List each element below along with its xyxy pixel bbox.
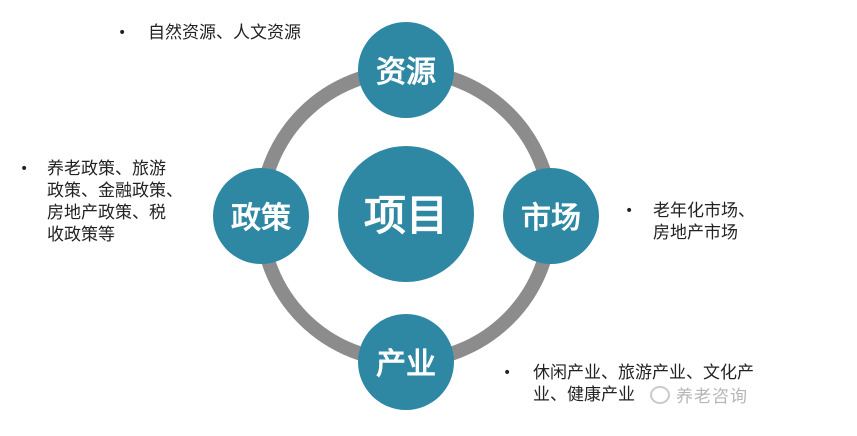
note-industry: • 休闲产业、旅游产业、文化产 业、健康产业 [503,362,754,406]
node-policy-label: 政策 [231,201,291,236]
note-resources: • 自然资源、人文资源 [118,22,301,44]
note-line: 业、健康产业 [533,385,635,405]
center-node [338,146,474,282]
note-line: 老年化市场、 [653,201,755,221]
note-line: 养老政策、旅游 [47,159,166,179]
note-market: • 老年化市场、 房地产市场 [625,200,755,244]
node-resources-label: 资源 [376,55,436,90]
wechat-icon [650,386,670,404]
note-line: 房地产政策、税 [47,203,166,223]
note-policy: • 养老政策、旅游 政策、金融政策、 房地产政策、税 收政策等 [20,158,183,246]
note-line: 休闲产业、旅游产业、文化产 [533,363,754,383]
watermark-text: 养老咨询 [676,387,748,407]
note-line: 政策、金融政策、 [47,181,183,201]
bullet: • [20,161,29,177]
note-line: 房地产市场 [653,223,738,243]
node-industry [358,314,454,410]
node-industry-label: 产业 [376,347,436,382]
node-resources [358,22,454,118]
center-node-label: 项目 [364,191,448,240]
node-market [503,168,599,264]
bullet: • [118,25,127,41]
watermark: 养老咨询 [650,382,748,407]
note-line: 收政策等 [47,225,115,245]
node-policy [213,168,309,264]
node-market-label: 市场 [521,201,581,236]
bullet: • [503,365,512,381]
bullet: • [625,203,634,219]
note-line: 自然资源、人文资源 [148,23,301,43]
